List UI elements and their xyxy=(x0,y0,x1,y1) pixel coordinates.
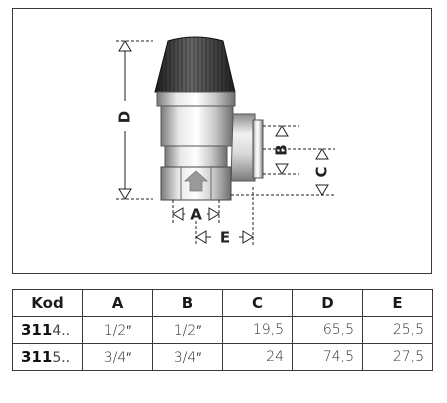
cell-a: 3/4″ xyxy=(82,343,153,371)
header-kod: Kod xyxy=(12,289,83,317)
cell-c: 24 xyxy=(222,343,293,371)
cell-code: 3115.. xyxy=(12,343,83,371)
cell-a: 1/2″ xyxy=(82,316,153,344)
dimension-a xyxy=(172,200,220,224)
cell-b: 1/2″ xyxy=(152,316,223,344)
code-suffix: 4.. xyxy=(52,323,71,339)
dimension-c-label: C xyxy=(313,166,331,177)
header-d: D xyxy=(292,289,363,317)
dimension-b-label: B xyxy=(273,144,291,155)
dimension-c xyxy=(231,148,335,196)
dimension-b xyxy=(263,125,299,175)
cell-e: 25,5 xyxy=(362,316,433,344)
table-row: 3115.. 3/4″ 3/4″ 24 74,5 27,5 xyxy=(12,343,433,371)
code-suffix: 5.. xyxy=(52,350,71,366)
valve-illustration xyxy=(154,36,264,201)
cell-b: 3/4″ xyxy=(152,343,223,371)
table-row: 3114.. 1/2″ 1/2″ 19,5 65,5 25,5 xyxy=(12,316,433,344)
dimension-e-label: E xyxy=(220,229,230,247)
code-main: 311 xyxy=(21,321,53,339)
table-header-row: Kod A B C D E xyxy=(12,289,433,317)
cell-d: 74,5 xyxy=(292,343,363,371)
header-b: B xyxy=(152,289,223,317)
header-e: E xyxy=(362,289,433,317)
dimension-e xyxy=(195,187,254,246)
header-c: C xyxy=(222,289,293,317)
cell-code: 3114.. xyxy=(12,316,83,344)
cell-e: 27,5 xyxy=(362,343,433,371)
dimensions-table: Kod A B C D E 3114.. 1/2″ 1/2″ 19,5 65,5… xyxy=(12,289,433,371)
dimension-a-label: A xyxy=(190,206,202,224)
dimension-d-label: D xyxy=(116,111,134,123)
product-drawing-frame: D B C A xyxy=(12,8,432,274)
cell-d: 65,5 xyxy=(292,316,363,344)
valve-drawing: D B C A xyxy=(116,36,335,247)
dimension-d xyxy=(116,40,153,200)
cell-c: 19,5 xyxy=(222,316,293,344)
code-main: 311 xyxy=(21,348,53,366)
header-a: A xyxy=(82,289,153,317)
